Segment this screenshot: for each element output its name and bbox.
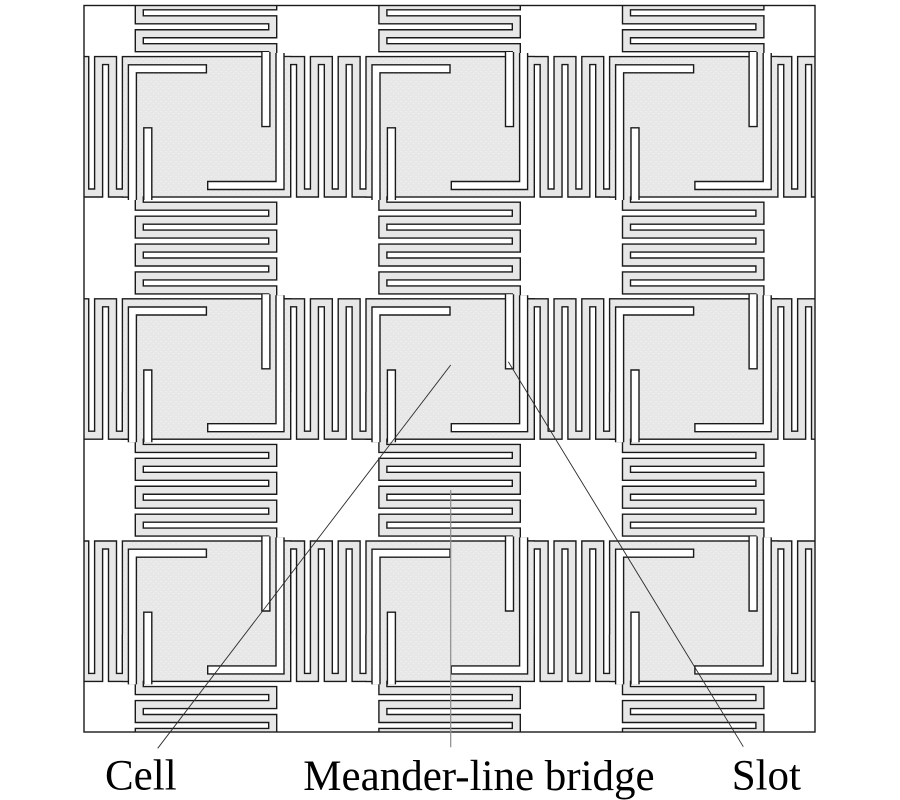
slot — [129, 65, 206, 200]
horizontal-meander-line-bridge — [283, 57, 374, 197]
vertical-meander-line-bridge — [623, 669, 764, 732]
horizontal-meander-line-bridge — [84, 299, 130, 439]
slot — [695, 537, 771, 674]
slot — [208, 53, 284, 189]
vertical-meander-line-bridge — [136, 427, 276, 552]
slot — [372, 549, 450, 685]
vertical-meander-line-bridge — [379, 669, 520, 732]
horizontal-meander-line-bridge — [283, 299, 374, 439]
horizontal-meander-line-bridge — [84, 57, 130, 197]
slot — [208, 295, 284, 431]
slot — [129, 549, 206, 685]
slot — [452, 537, 527, 674]
cell-leader-line — [157, 364, 452, 749]
slot — [208, 537, 284, 674]
meander-bridge-label: Meander-line bridge — [303, 753, 654, 800]
horizontal-meander-line-bridge — [283, 541, 374, 681]
vertical-meander-line-bridge — [379, 185, 520, 310]
horizontal-meander-line-bridge — [770, 541, 815, 681]
slot — [695, 295, 771, 431]
array-boundary — [83, 4, 816, 733]
slot — [695, 53, 771, 189]
vertical-meander-line-bridge — [623, 427, 764, 552]
slot — [616, 549, 693, 685]
cell-label: Cell — [105, 753, 177, 800]
horizontal-meander-line-bridge — [770, 299, 815, 439]
slot — [452, 295, 527, 431]
slot — [129, 307, 206, 443]
slot — [372, 65, 450, 200]
horizontal-meander-line-bridge — [526, 299, 617, 439]
vertical-meander-line-bridge — [379, 427, 520, 552]
horizontal-meander-line-bridge — [84, 541, 130, 681]
slot — [372, 307, 450, 443]
horizontal-meander-line-bridge — [770, 57, 815, 197]
slot — [452, 53, 527, 189]
slot-leader-line — [507, 361, 744, 747]
vertical-meander-line-bridge — [623, 185, 764, 310]
slot-label: Slot — [732, 753, 801, 800]
vertical-meander-line-bridge — [136, 669, 276, 732]
slot — [616, 65, 693, 200]
slot — [616, 307, 693, 443]
horizontal-meander-line-bridge — [526, 541, 617, 681]
horizontal-meander-line-bridge — [526, 57, 617, 197]
vertical-meander-line-bridge — [136, 185, 276, 310]
